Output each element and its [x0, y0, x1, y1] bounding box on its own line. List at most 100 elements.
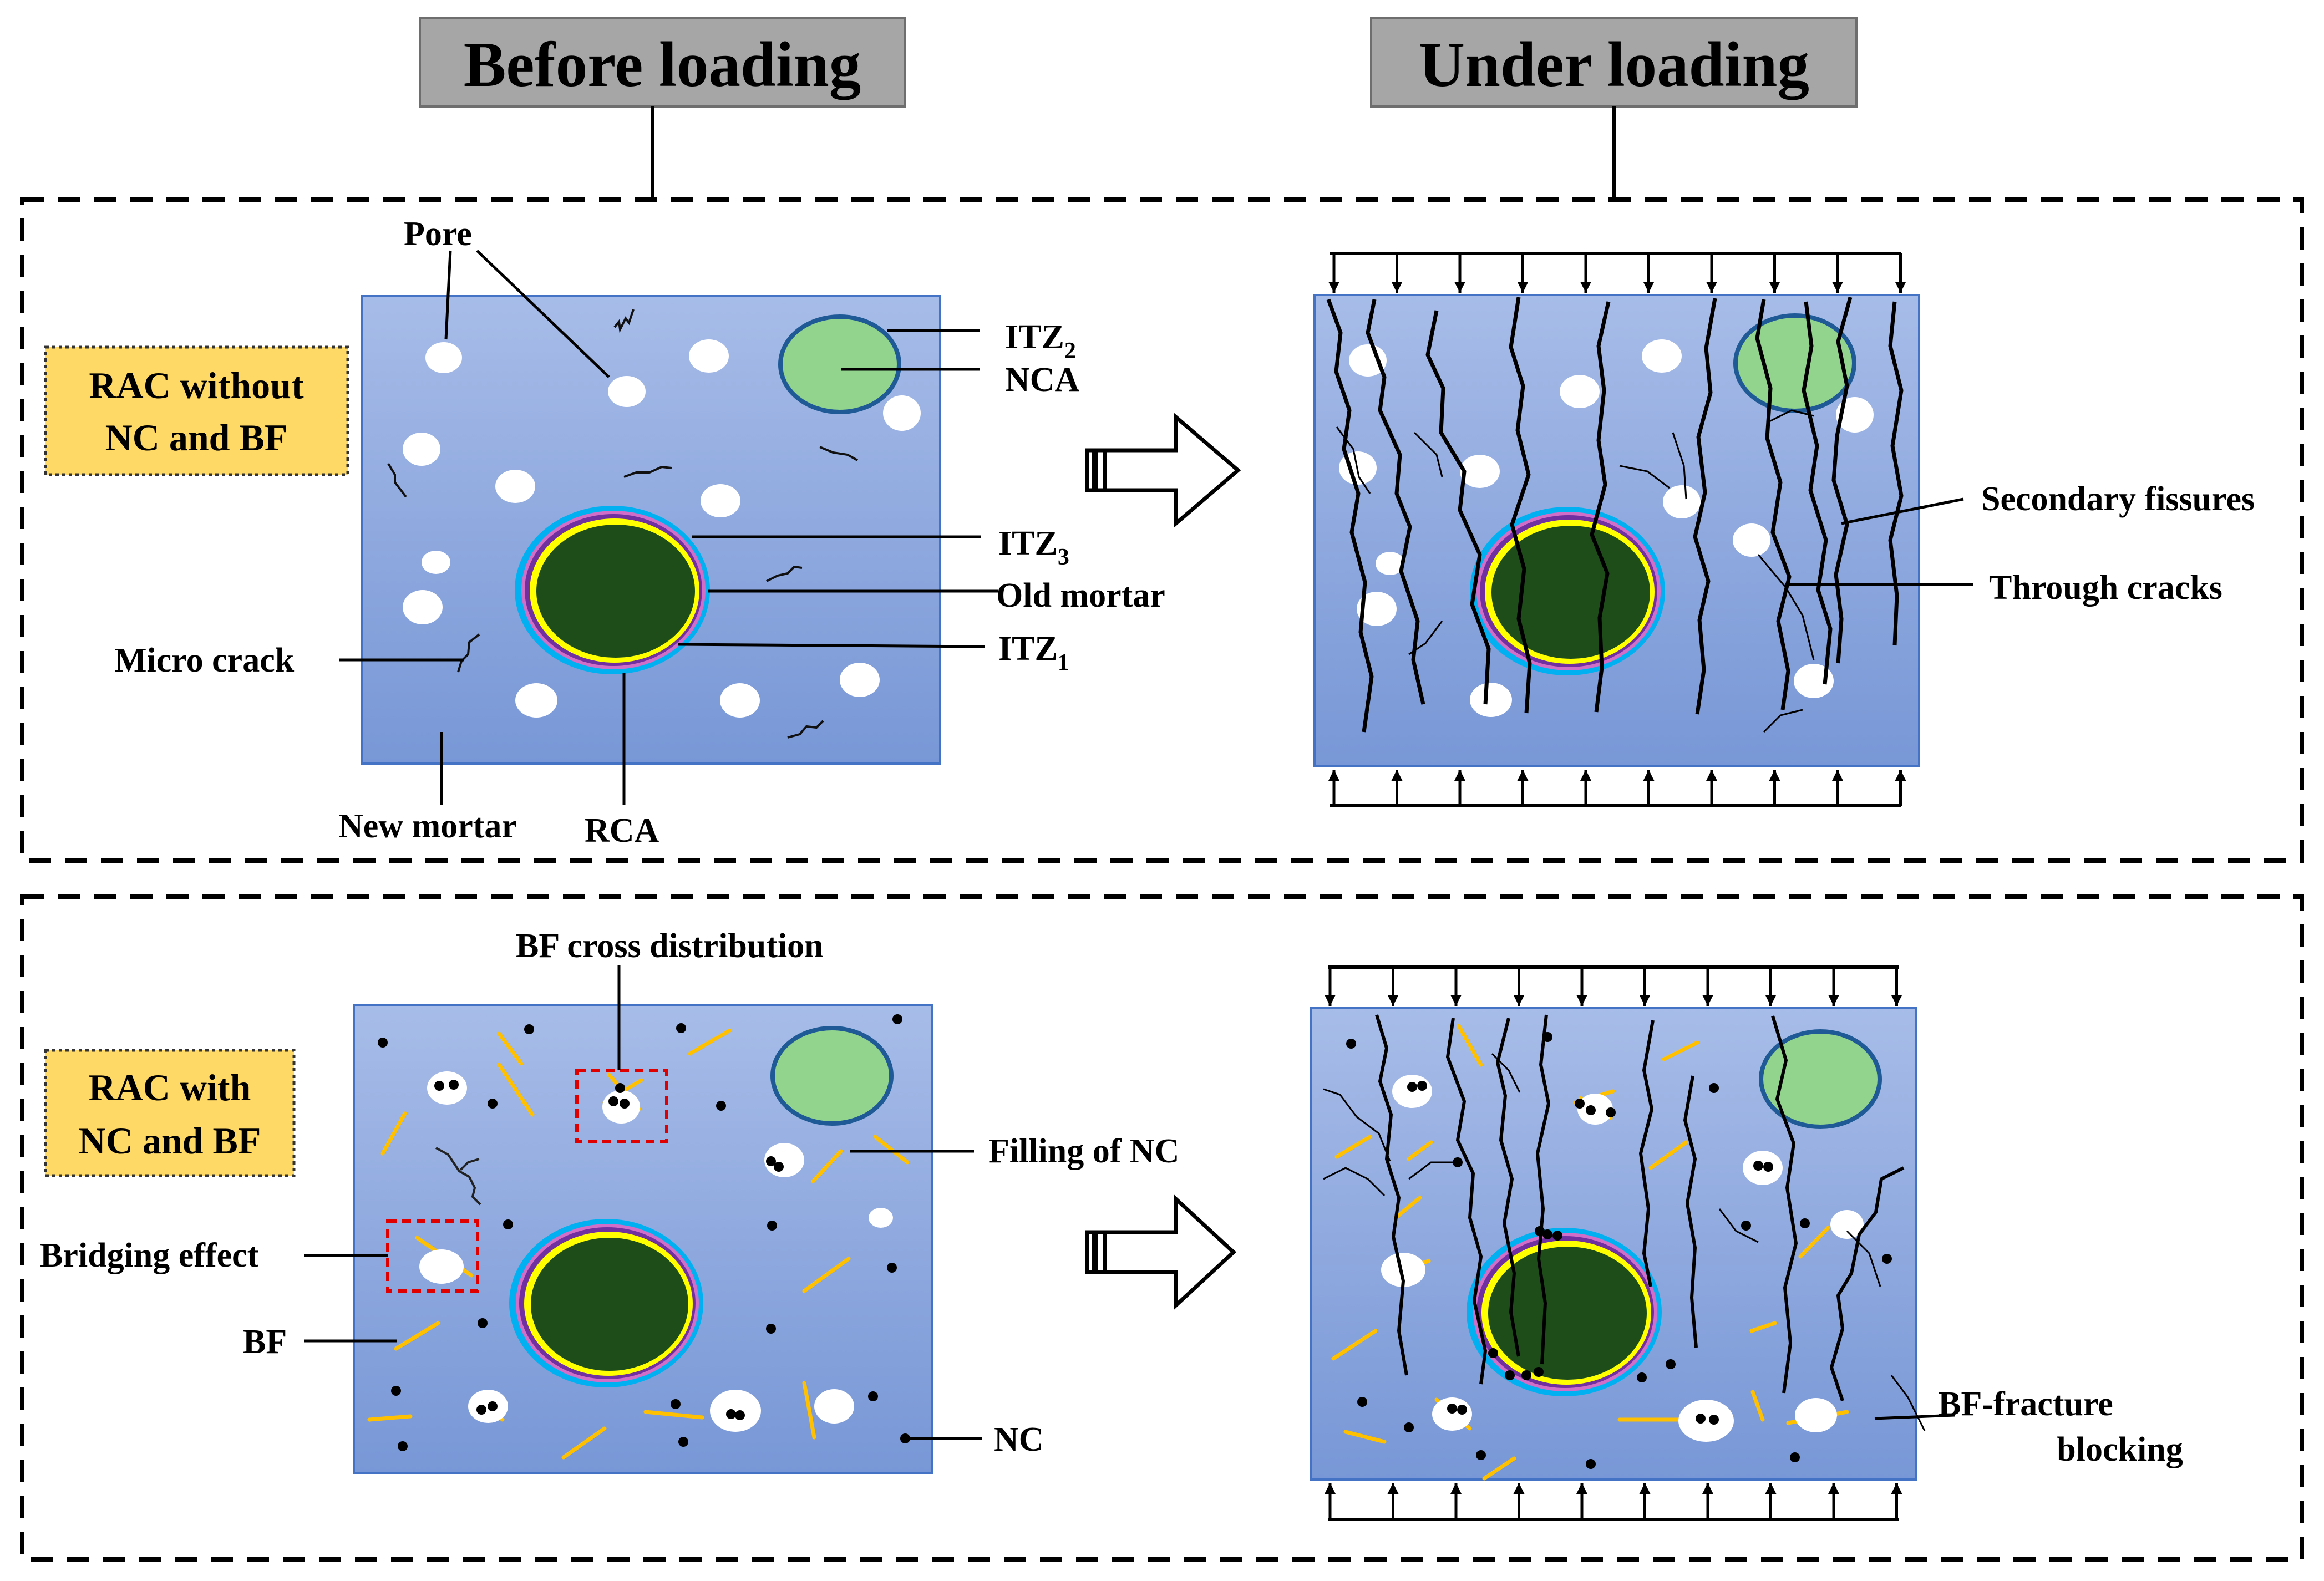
top-right-specimen [1313, 252, 1920, 807]
load-arrows-bottom [1325, 1483, 1902, 1519]
arrow-head-icon [1832, 282, 1843, 293]
category-top-box [44, 345, 349, 476]
nc-particle [767, 1221, 777, 1231]
pore [1460, 455, 1500, 488]
pores [419, 1071, 893, 1432]
pore [1795, 1398, 1837, 1432]
rca [1467, 1228, 1662, 1396]
header-before-box [419, 17, 906, 108]
basalt-fiber [802, 1257, 851, 1293]
crack [1771, 1015, 1798, 1394]
highlight-bf-cross [575, 1069, 668, 1143]
pore [1678, 1400, 1734, 1442]
basalt-fiber [1457, 1024, 1483, 1067]
category-top-line2: NC and BF [105, 416, 288, 459]
nc-particle [620, 1099, 630, 1109]
transition-arrow-bottom [1085, 1194, 1237, 1310]
pore [689, 339, 729, 373]
arrow-head-icon [1639, 995, 1651, 1006]
header-before: Before loading [419, 17, 906, 200]
pore [883, 395, 921, 431]
nc-particle [488, 1099, 498, 1109]
secondary-fissure [1323, 1088, 1391, 1162]
label-bf-fracture-line1: BF-fracture [1938, 1385, 2113, 1423]
category-bottom-line2: NC and BF [79, 1120, 261, 1162]
arrow-tail-bar [1092, 1232, 1098, 1272]
nc-particle [766, 1324, 776, 1334]
through-crack [1366, 299, 1425, 705]
basalt-fiber [802, 1381, 816, 1440]
basalt-fiber [1798, 1226, 1830, 1259]
crack [1639, 1020, 1655, 1287]
arrow-head-icon [1387, 995, 1399, 1006]
label-bf: BF [243, 1323, 287, 1361]
nc-particle [1753, 1161, 1763, 1171]
basalt-fiber [1662, 1040, 1699, 1061]
nc-particle [1447, 1404, 1457, 1414]
micro-crack [457, 633, 480, 673]
arrow-head-icon [1765, 995, 1777, 1006]
leader-pore-2 [476, 250, 610, 378]
pore [701, 484, 740, 517]
nc-particle [398, 1441, 408, 1451]
bottom-right-specimen [1310, 965, 1926, 1521]
basalt-fiber [643, 1410, 704, 1420]
load-arrows-bottom [1328, 770, 1906, 806]
basalt-fiber [1648, 1140, 1688, 1170]
pore [427, 1071, 467, 1105]
arrow-head-icon [1576, 995, 1587, 1006]
micro-crack [787, 720, 824, 739]
arrow-head-icon [1580, 770, 1591, 781]
secondary-fissure [1757, 554, 1815, 660]
arrow-head-icon [1769, 282, 1780, 293]
pore [1663, 485, 1701, 518]
secondary-fissure [1763, 709, 1803, 733]
arrow-head-icon [1576, 1483, 1587, 1494]
nc-particle [608, 1096, 618, 1106]
arrow-head-icon [1387, 1483, 1399, 1494]
arrow-head-icon [1391, 770, 1403, 781]
label-filling-nc: Filling of NC [988, 1132, 1179, 1170]
arrow-head-icon [1639, 1483, 1651, 1494]
label-pore: Pore [404, 215, 472, 253]
nc-particle [1709, 1415, 1719, 1425]
arrow-head-icon [1765, 1483, 1777, 1494]
nca [1759, 1029, 1882, 1129]
category-bottom-line1: RAC with [89, 1066, 251, 1109]
pore [1733, 523, 1770, 557]
secondary-fissure [1491, 1053, 1521, 1093]
panel-top-frame [20, 197, 2304, 863]
nc-particle [524, 1024, 534, 1034]
arrow-head-icon [1450, 995, 1462, 1006]
arrow-head-icon [1328, 282, 1339, 293]
nc-particle [726, 1409, 736, 1419]
nc-particle [671, 1399, 681, 1409]
transition-arrow-top [1085, 413, 1241, 528]
through-crack [1693, 298, 1717, 715]
label-bf-cross: BF cross distribution [516, 927, 824, 965]
arrow-head-icon [1513, 1483, 1525, 1494]
arrow-head-icon [1580, 282, 1591, 293]
nc-particle [735, 1410, 745, 1420]
arrow-head-icon [1391, 282, 1403, 293]
arrow-head-icon [1325, 995, 1336, 1006]
label-micro-crack: Micro crack [114, 642, 295, 679]
rca-core [1491, 526, 1650, 659]
secondary-fissures [1336, 409, 1815, 733]
secondary-fissure [1619, 465, 1670, 489]
crack [1446, 1018, 1487, 1385]
arrow-head-icon [1769, 770, 1780, 781]
through-crack [1802, 301, 1833, 685]
nc-particle [716, 1101, 726, 1111]
nca [770, 1026, 894, 1126]
load-arrows-top [1328, 253, 1906, 293]
nc-particle [1637, 1372, 1647, 1382]
pore [1432, 1397, 1472, 1431]
through-crack [1509, 297, 1532, 714]
label-new-mortar: New mortar [338, 807, 517, 845]
nc-particle [676, 1023, 686, 1033]
pores [1339, 339, 1874, 717]
nc-particle [1453, 1157, 1463, 1167]
secondary-fissure [1323, 1167, 1386, 1197]
